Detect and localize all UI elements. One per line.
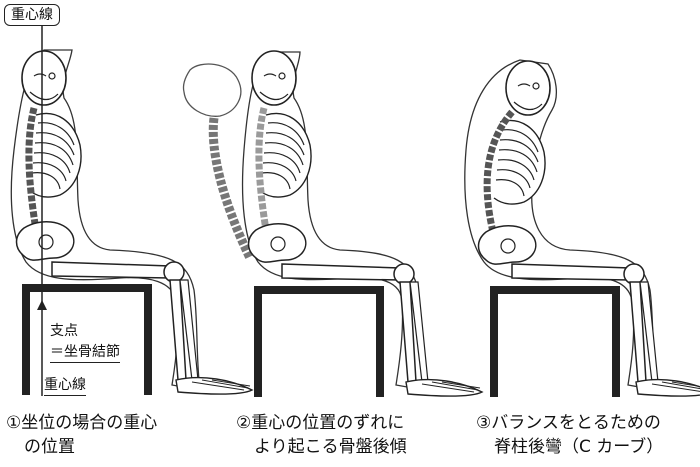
skull-2: [252, 51, 296, 105]
figure-2-pelvic-tilt: [183, 51, 482, 397]
gravity-arrow: [37, 300, 47, 310]
ribcage-3: [494, 120, 545, 204]
ribcage-2: [260, 113, 311, 197]
pelvis-2: [249, 224, 306, 262]
pelvis-3: [479, 226, 536, 264]
caption-1-line1: ①坐位の場合の重心: [6, 412, 157, 434]
skull-3: [506, 61, 550, 115]
ghost-head-2: [183, 64, 240, 116]
caption-3-line2: 脊柱後彎（C カーブ）: [494, 436, 663, 458]
ribcage-1: [30, 113, 81, 197]
caption-1-line2: の位置: [24, 436, 75, 458]
figure-3-c-curve: [465, 60, 700, 397]
pelvis-1: [17, 222, 74, 260]
fulcrum-label: 支点: [50, 322, 78, 340]
stool-2: [254, 286, 384, 397]
stool-3: [490, 286, 620, 397]
caption-2-line2: より起こる骨盤後傾: [254, 436, 407, 458]
gravity-line-bottom-label: 重心線: [44, 376, 86, 396]
fulcrum-definition: ＝坐骨結節: [50, 343, 120, 363]
leg-3: [512, 264, 700, 396]
figure-1-upright: [11, 22, 252, 396]
caption-2-line1: ②重心の位置のずれに: [236, 412, 404, 434]
caption-3-line1: ③バランスをとるための: [476, 412, 661, 434]
skull-1: [22, 51, 66, 105]
gravity-line-tag: 重心線: [4, 4, 60, 26]
